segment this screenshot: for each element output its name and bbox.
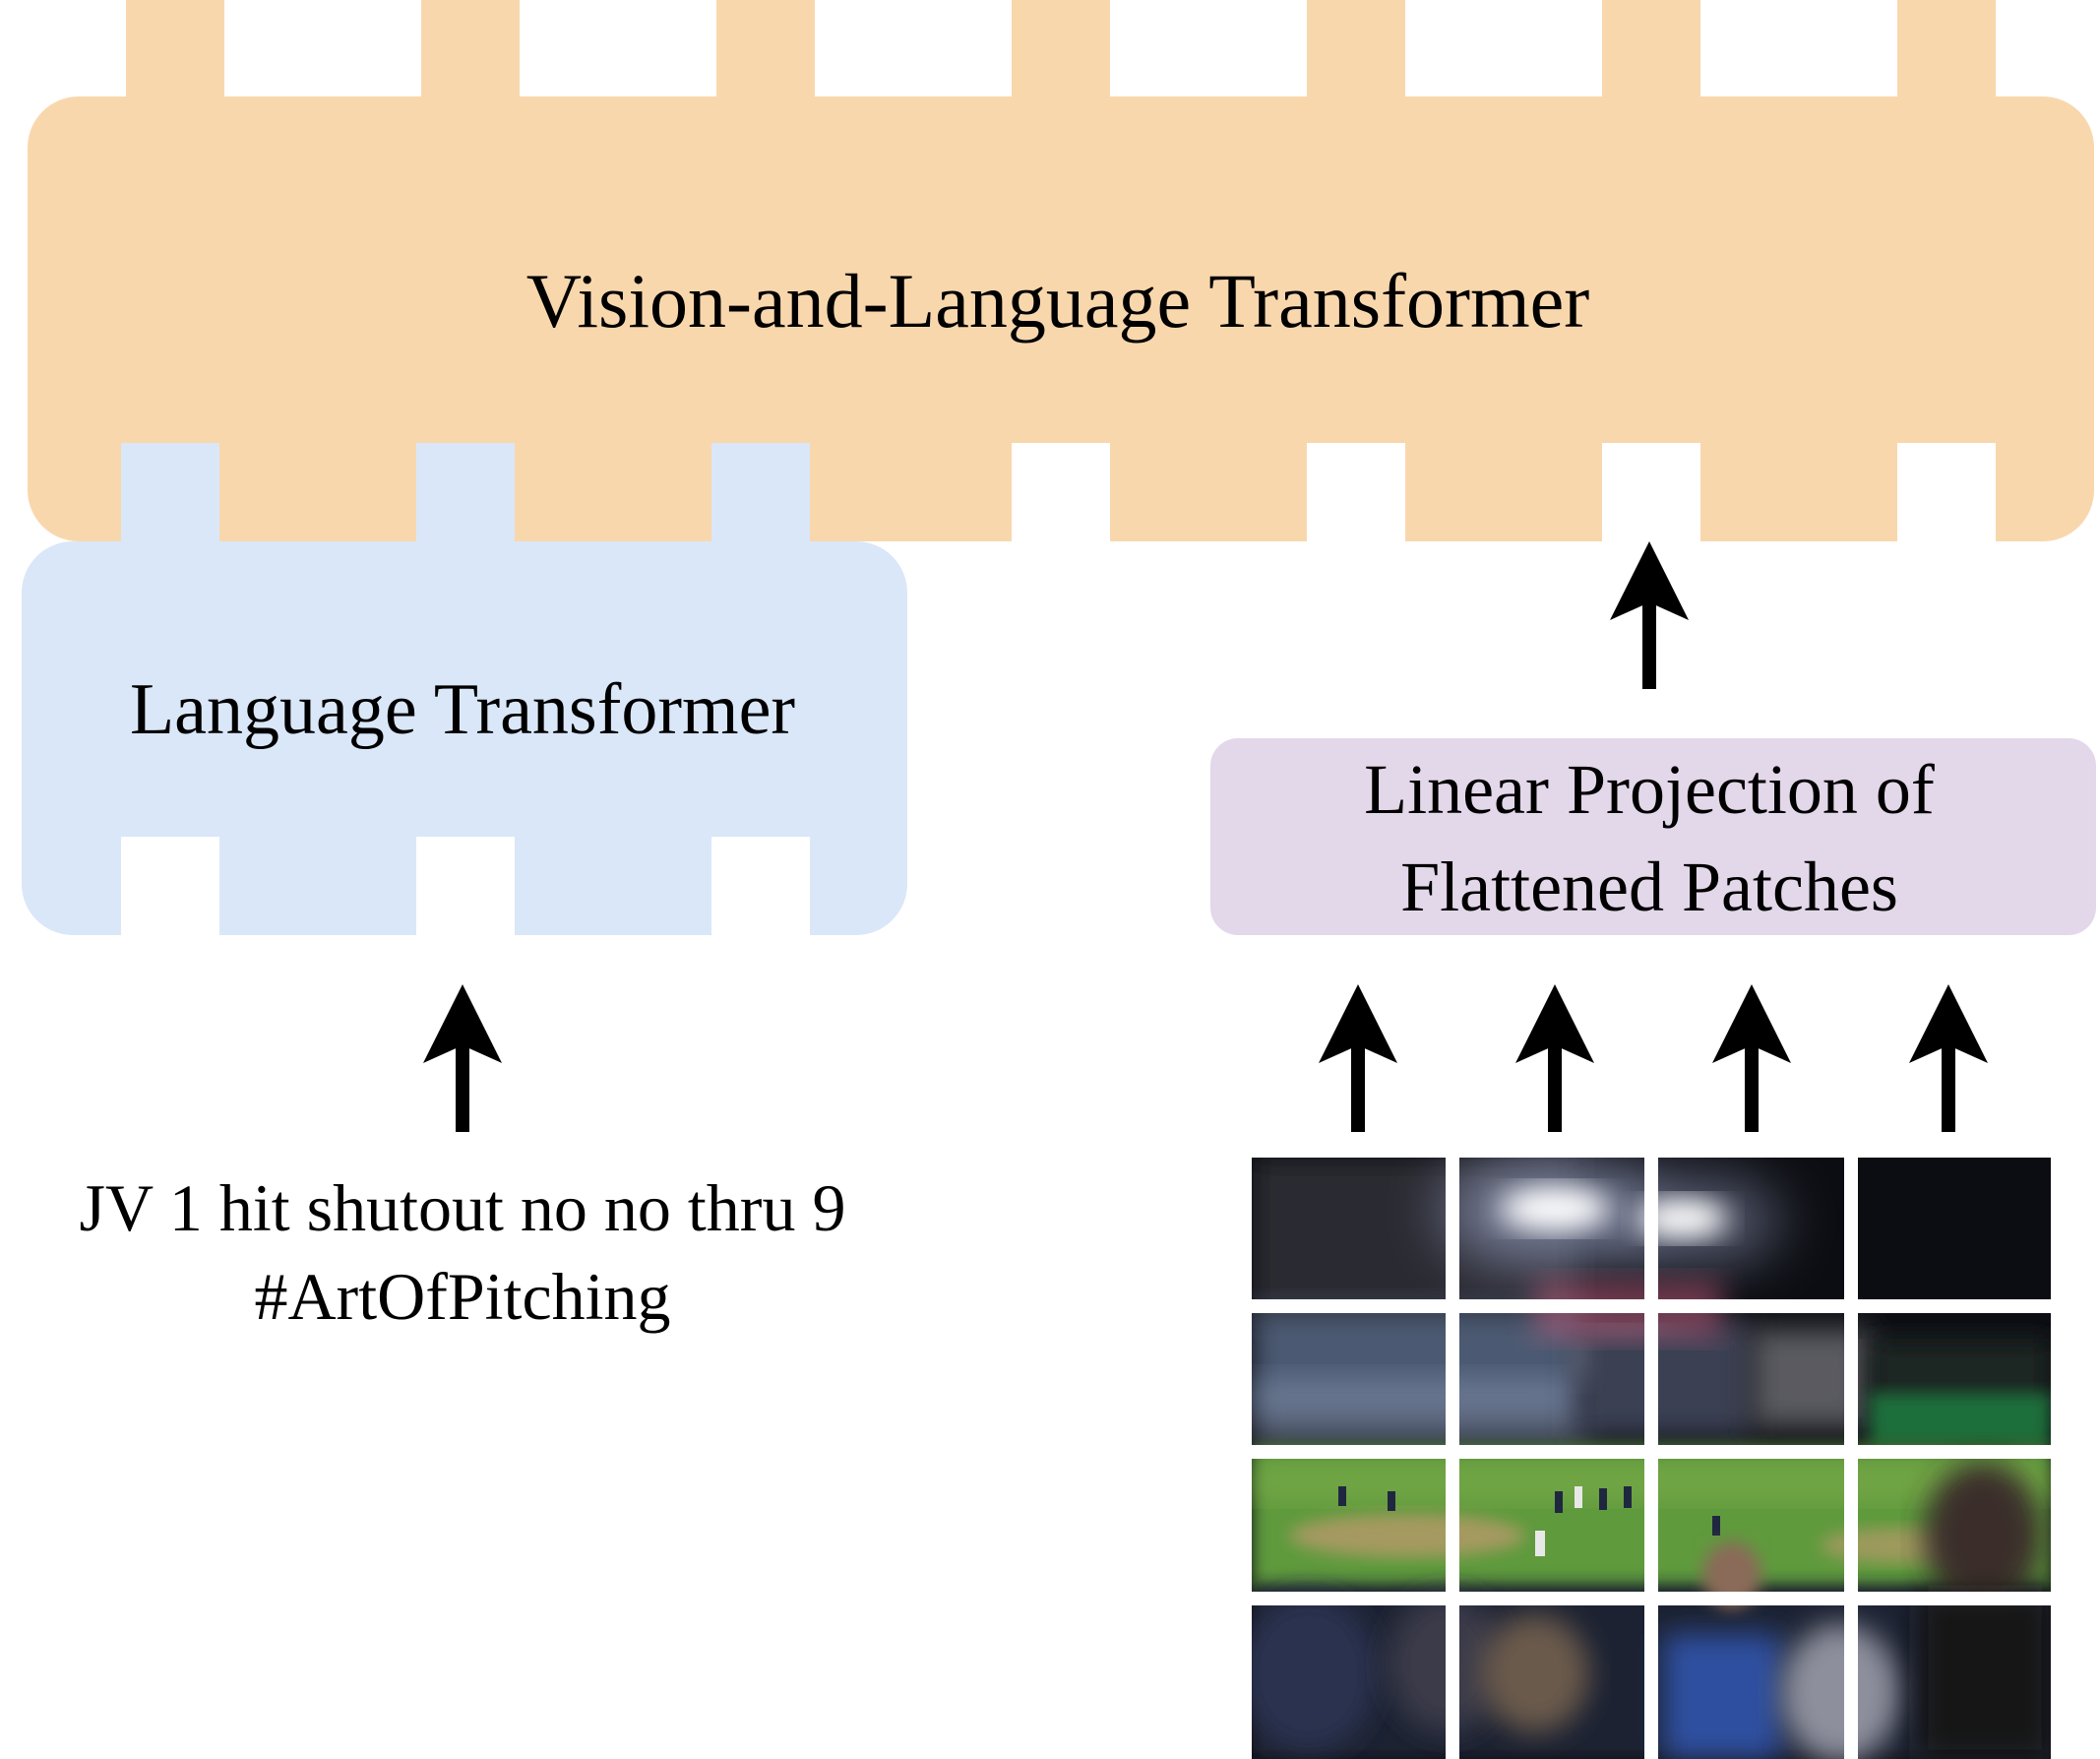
arrow-up-icon xyxy=(1515,984,1594,1132)
caption-line1: JV 1 hit shutout no no thru 9 xyxy=(80,1170,846,1245)
vl-output-token xyxy=(1012,0,1110,108)
language-transformer-block: Language Transformer xyxy=(22,443,907,937)
vl-output-token xyxy=(1897,0,1996,108)
arrows xyxy=(423,541,1988,1132)
language-output-token xyxy=(711,443,810,551)
vl-input-slot xyxy=(1012,443,1110,543)
caption-line2: #ArtOfPitching xyxy=(254,1259,670,1334)
arrow-up-icon xyxy=(423,984,502,1132)
vl-output-token xyxy=(421,0,520,108)
language-transformer-label: Language Transformer xyxy=(130,669,795,750)
linear-projection-label-line2: Flattened Patches xyxy=(1400,848,1898,926)
input-caption: JV 1 hit shutout no no thru 9 #ArtOfPitc… xyxy=(80,1170,846,1334)
vl-output-token xyxy=(126,0,224,108)
vl-output-token xyxy=(716,0,815,108)
arrow-up-icon xyxy=(1610,541,1689,689)
language-output-token xyxy=(121,443,219,551)
input-image-patches xyxy=(1252,1158,2051,1759)
language-output-token xyxy=(416,443,515,551)
language-input-slot xyxy=(711,837,810,937)
linear-projection-block: Linear Projection of Flattened Patches xyxy=(1210,738,2096,935)
language-transformer-body xyxy=(22,541,907,935)
vl-transformer-body xyxy=(28,96,2094,541)
vl-input-slot xyxy=(1307,443,1405,543)
vl-input-slot xyxy=(1897,443,1996,543)
vl-input-slot xyxy=(1602,443,1700,543)
linear-projection-label-line1: Linear Projection of xyxy=(1364,750,1935,829)
language-input-slot xyxy=(416,837,515,937)
vl-transformer-label: Vision-and-Language Transformer xyxy=(526,258,1590,344)
patch-separators xyxy=(1252,1158,2051,1759)
language-input-slot xyxy=(121,837,219,937)
linear-projection-body xyxy=(1210,738,2096,935)
arrow-up-icon xyxy=(1319,984,1397,1132)
vision-and-language-transformer-block: Vision-and-Language Transformer xyxy=(28,0,2094,543)
arrow-up-icon xyxy=(1909,984,1988,1132)
arrow-up-icon xyxy=(1712,984,1791,1132)
vl-output-token xyxy=(1602,0,1700,108)
vl-output-token xyxy=(1307,0,1405,108)
